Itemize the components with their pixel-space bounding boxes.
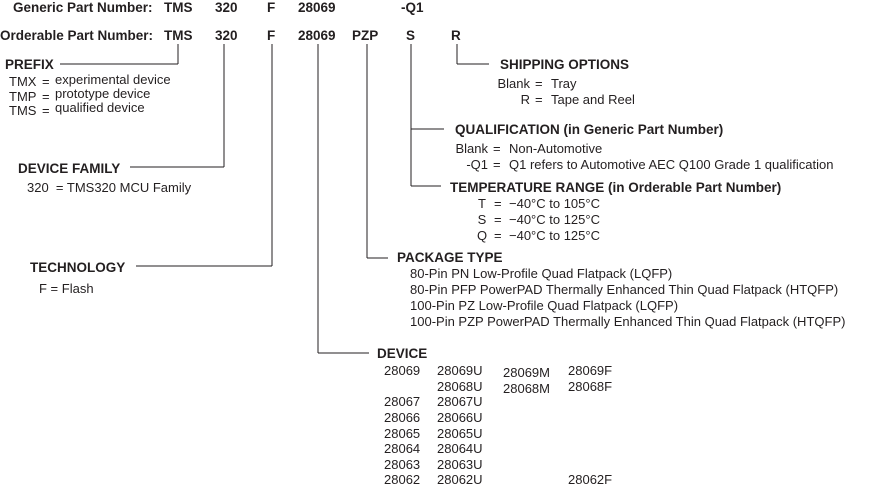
prefix-eq: = (42, 103, 50, 118)
device-number: 28069 (384, 363, 421, 378)
device-number: 28062F (568, 472, 613, 487)
temperature-desc: −40°C to 125°C (509, 228, 600, 243)
shipping-desc: Tape and Reel (551, 92, 635, 107)
orderable-field-shipping: R (451, 28, 461, 43)
device-number: 28069M (503, 365, 550, 380)
device-title: DEVICE (377, 346, 428, 361)
prefix-eq: = (42, 74, 50, 89)
temperature-code: Q (476, 228, 488, 243)
package-item: 100-Pin PZ Low-Profile Quad Flatpack (LQ… (410, 298, 679, 313)
qualification-desc: Non-Automotive (509, 141, 603, 156)
technology-title: TECHNOLOGY (30, 260, 126, 275)
shipping-eq: = (535, 76, 543, 91)
qualification-eq: = (493, 157, 501, 172)
temperature-title: TEMPERATURE RANGE (in Orderable Part Num… (450, 180, 782, 195)
qualification-code: -Q1 (466, 157, 488, 172)
device-number: 28069U (437, 363, 483, 378)
prefix-desc: experimental device (55, 72, 171, 87)
device-number: 28069F (568, 363, 613, 378)
prefix-desc: prototype device (55, 86, 151, 101)
device-number: 28066U (437, 410, 483, 425)
shipping-code: R (520, 92, 530, 107)
prefix-code: TMS (9, 103, 37, 118)
generic-field-technology: F (267, 0, 276, 15)
orderable-field-device: 28069 (298, 28, 336, 43)
device-number: 28062 (384, 472, 421, 487)
temperature-eq: = (494, 196, 502, 211)
shipping-title: SHIPPING OPTIONS (500, 57, 630, 72)
device-number: 28062U (437, 472, 483, 487)
qualification-title: QUALIFICATION (in Generic Part Number) (455, 122, 724, 137)
prefix-eq: = (42, 89, 50, 104)
temperature-code: T (478, 196, 486, 211)
device-number: 28067 (384, 394, 421, 409)
temperature-code: S (477, 212, 487, 227)
shipping-eq: = (535, 92, 543, 107)
generic-part-label: Generic Part Number: (13, 0, 153, 15)
prefix-title: PREFIX (5, 57, 54, 72)
shipping-code: Blank (497, 76, 530, 91)
device-number: 28065 (384, 426, 421, 441)
device-number: 28063U (437, 457, 483, 472)
orderable-field-family: 320 (215, 28, 238, 43)
generic-field-qualification: -Q1 (401, 0, 424, 15)
package-title: PACKAGE TYPE (397, 250, 503, 265)
generic-field-family: 320 (215, 0, 238, 15)
orderable-field-technology: F (267, 28, 276, 43)
generic-field-prefix: TMS (164, 0, 193, 15)
orderable-field-prefix: TMS (164, 28, 193, 43)
technology-line: F = Flash (39, 281, 94, 296)
package-item: 80-Pin PFP PowerPAD Thermally Enhanced T… (410, 282, 839, 297)
orderable-field-temperature: S (406, 28, 416, 43)
orderable-field-package: PZP (352, 28, 379, 43)
device-number: 28068M (503, 381, 550, 396)
shipping-desc: Tray (551, 76, 577, 91)
device-number: 28068F (568, 379, 613, 394)
qualification-code: Blank (455, 141, 488, 156)
temperature-desc: −40°C to 105°C (509, 196, 600, 211)
temperature-desc: −40°C to 125°C (509, 212, 600, 227)
qualification-desc: Q1 refers to Automotive AEC Q100 Grade 1… (509, 157, 834, 172)
device-number: 28064 (384, 441, 421, 456)
device-number: 28067U (437, 394, 483, 409)
prefix-code: TMX (9, 74, 37, 89)
package-item: 100-Pin PZP PowerPAD Thermally Enhanced … (410, 314, 846, 329)
prefix-desc: qualified device (55, 100, 145, 115)
generic-field-device: 28069 (298, 0, 336, 15)
qualification-eq: = (493, 141, 501, 156)
orderable-part-label: Orderable Part Number: (0, 28, 154, 43)
device-number: 28066 (384, 410, 421, 425)
device-family-line: 320 = TMS320 MCU Family (27, 180, 192, 195)
device-number: 28065U (437, 426, 483, 441)
temperature-eq: = (494, 212, 502, 227)
device-number: 28063 (384, 457, 421, 472)
prefix-code: TMP (9, 89, 37, 104)
device-number: 28068U (437, 379, 483, 394)
temperature-eq: = (494, 228, 502, 243)
device-family-title: DEVICE FAMILY (18, 161, 121, 176)
package-item: 80-Pin PN Low-Profile Quad Flatpack (LQF… (410, 266, 673, 281)
device-number: 28064U (437, 441, 483, 456)
